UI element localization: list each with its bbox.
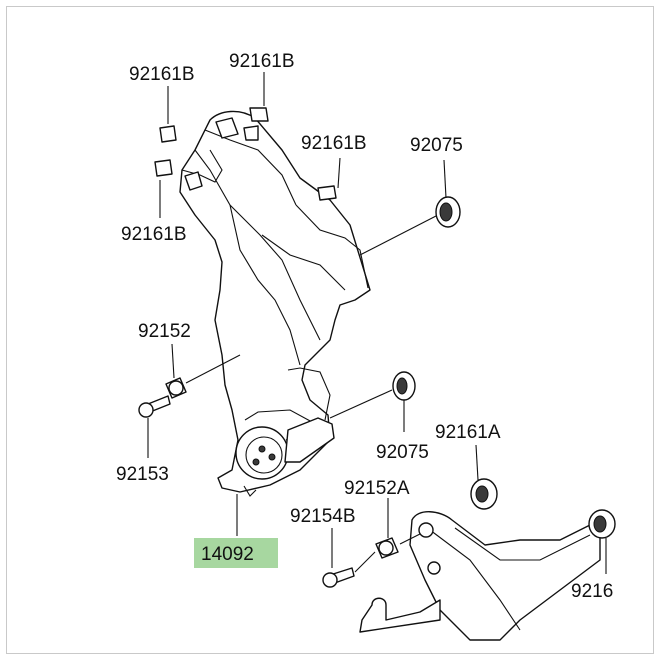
label-92161b-right[interactable]: 92161B bbox=[301, 133, 367, 154]
part-labels: 92161B 92161B 92161B 92161B 92075 92152 … bbox=[116, 51, 613, 602]
label-92161b-left[interactable]: 92161B bbox=[121, 224, 187, 245]
collar-92152a bbox=[375, 537, 399, 559]
clip-92161b-group bbox=[154, 107, 337, 201]
frame-bracket bbox=[359, 511, 601, 641]
grommet-92075-top bbox=[435, 196, 461, 228]
diagram-frame bbox=[6, 6, 654, 654]
label-14092[interactable]: 14092 bbox=[201, 544, 254, 565]
label-92152a[interactable]: 92152A bbox=[344, 478, 410, 499]
leader-lines bbox=[147, 72, 607, 574]
label-92154b[interactable]: 92154B bbox=[290, 506, 356, 527]
label-92152[interactable]: 92152 bbox=[138, 321, 191, 342]
grommet-9216-cut bbox=[588, 509, 616, 539]
bolt-92153 bbox=[138, 395, 171, 418]
label-9216-cut[interactable]: 9216 bbox=[571, 581, 613, 602]
grommet-92075-mid bbox=[392, 371, 416, 401]
cover-panel bbox=[179, 110, 371, 497]
label-92161a[interactable]: 92161A bbox=[435, 422, 501, 443]
label-92161b-top-center[interactable]: 92161B bbox=[229, 51, 295, 72]
bolt-92154b bbox=[322, 567, 355, 588]
label-92161b-top-left[interactable]: 92161B bbox=[129, 64, 195, 85]
collar-92152 bbox=[165, 377, 187, 399]
label-92075-top[interactable]: 92075 bbox=[410, 135, 463, 156]
assembly-lines bbox=[185, 215, 437, 573]
label-92153[interactable]: 92153 bbox=[116, 464, 169, 485]
label-92075-mid[interactable]: 92075 bbox=[376, 442, 429, 463]
grommet-92161a bbox=[470, 478, 498, 510]
part-highlight-box bbox=[194, 538, 278, 568]
